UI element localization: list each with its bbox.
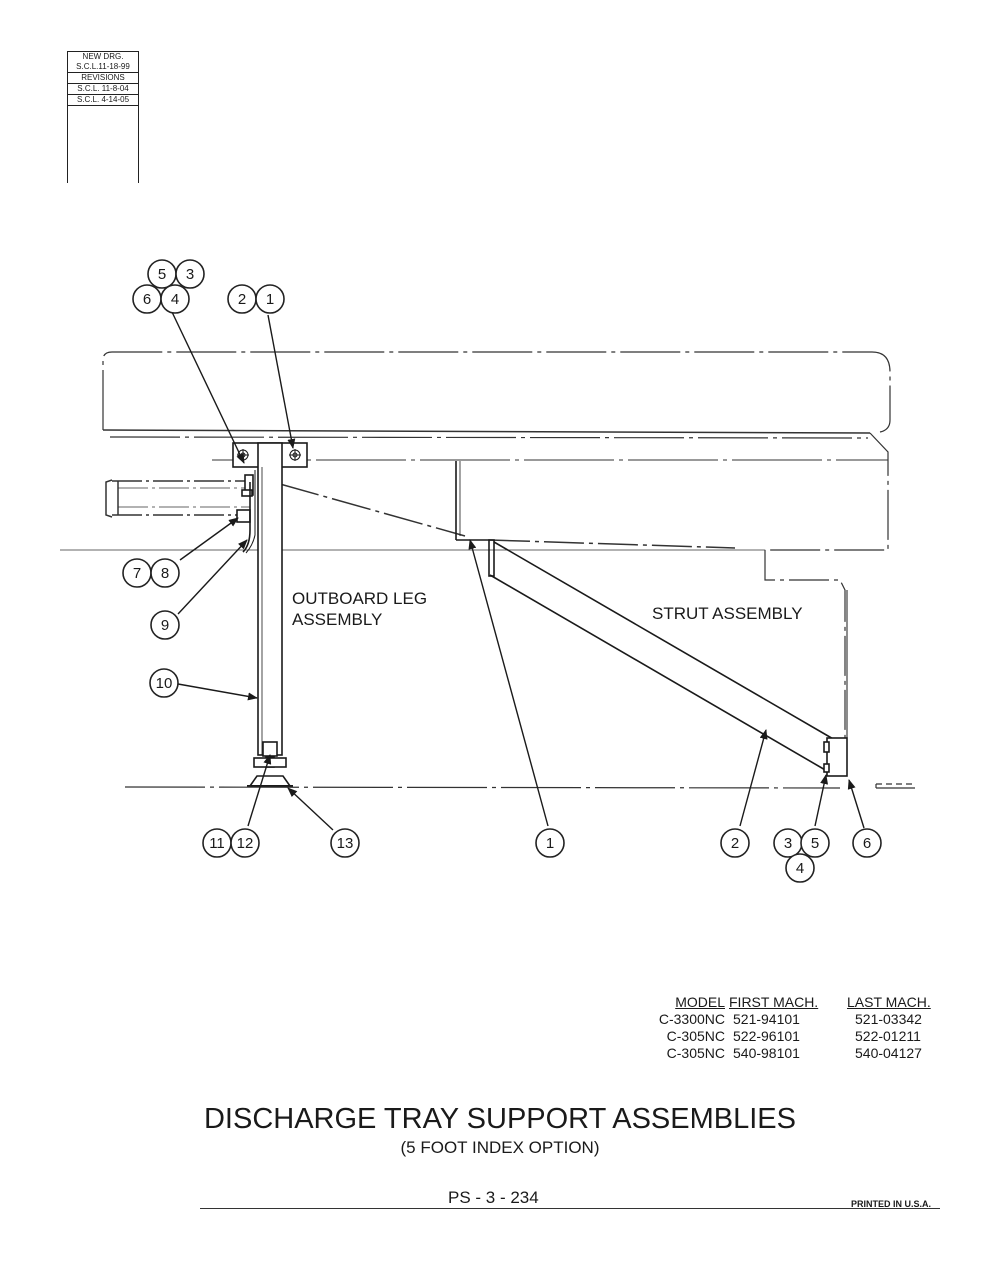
callout-12: 12	[230, 828, 260, 858]
callout-11: 11	[202, 828, 232, 858]
table-cell-last: 521-03342	[855, 1011, 922, 1027]
callout-2-bottom-text: 2	[731, 835, 739, 852]
table-cell-model: C-305NC	[666, 1045, 725, 1061]
page-title: DISCHARGE TRAY SUPPORT ASSEMBLIES	[203, 1103, 796, 1135]
strut-assembly-label: STRUT ASSEMBLY	[652, 604, 803, 623]
table-row: C-305NC 540-98101 540-04127	[630, 1045, 955, 1062]
table-cell-model: C-305NC	[666, 1028, 725, 1044]
leader-bottom-1	[468, 539, 549, 827]
callout-7-text: 7	[133, 565, 141, 582]
table-cell-first: 521-94101	[733, 1011, 800, 1027]
footer-rule	[200, 1208, 940, 1209]
callout-3-bottom: 3	[773, 828, 803, 858]
callout-8-text: 8	[161, 565, 169, 582]
callout-1-top-text: 1	[266, 291, 274, 308]
leader-7-8	[179, 517, 239, 561]
callout-2-bottom: 2	[720, 828, 750, 858]
callout-3-top: 3	[175, 259, 205, 289]
callout-4-top: 4	[160, 284, 190, 314]
new-drg-date: S.C.L.11-18-99	[76, 61, 130, 71]
leader-top-5-3-6-4	[171, 311, 245, 464]
page-subtitle: (5 FOOT INDEX OPTION)	[400, 1138, 600, 1157]
table-cell-last: 522-01211	[855, 1028, 921, 1044]
discharge-tray-outline	[60, 351, 891, 745]
floor-line	[124, 783, 915, 789]
callout-6-top: 6	[132, 284, 162, 314]
table-row: C-305NC 522-96101 522-01211	[630, 1028, 955, 1045]
table-cell-first: 522-96101	[733, 1028, 800, 1044]
model-table-header: MODEL FIRST MACH. LAST MACH.	[630, 994, 955, 1011]
table-cell-first: 540-98101	[733, 1045, 800, 1061]
outboard-leg-label-line2: ASSEMBLY	[292, 610, 382, 629]
callout-11-text: 11	[209, 835, 225, 852]
callout-9-text: 9	[161, 617, 169, 634]
callout-5-bottom: 5	[800, 828, 830, 858]
callout-2-top: 2	[227, 284, 257, 314]
callout-13-text: 13	[337, 835, 354, 852]
revision-block: NEW DRG. S.C.L.11-18-99 REVISIONS S.C.L.…	[67, 51, 139, 183]
leader-13	[287, 787, 334, 831]
callout-5-top: 5	[147, 259, 177, 289]
leader-lines	[171, 311, 865, 831]
callout-9: 9	[150, 610, 180, 640]
revision-entry-2: S.C.L. 4-14-05	[68, 94, 138, 106]
table-row: C-3300NC 521-94101 521-03342	[630, 1011, 955, 1028]
callout-3-top-text: 3	[186, 266, 194, 283]
leader-top-2-1	[267, 314, 296, 449]
callout-6-top-text: 6	[143, 291, 151, 308]
model-table: MODEL FIRST MACH. LAST MACH. C-3300NC 52…	[630, 994, 955, 1062]
printed-in-note: PRINTED IN U.S.A.	[851, 1199, 932, 1209]
callout-4-bottom: 4	[785, 853, 815, 883]
callout-10: 10	[149, 668, 179, 698]
callout-12-text: 12	[237, 835, 254, 852]
callout-5-bottom-text: 5	[811, 835, 819, 852]
callout-4-top-text: 4	[171, 291, 179, 308]
callout-1-bottom-text: 1	[546, 835, 554, 852]
new-drg-label: NEW DRG.	[82, 52, 124, 61]
bracket-bolt-right	[289, 449, 301, 461]
callout-7: 7	[122, 558, 152, 588]
callout-4-bottom-text: 4	[796, 860, 804, 877]
callout-1-bottom: 1	[535, 828, 565, 858]
table-cell-last: 540-04127	[855, 1045, 922, 1061]
callout-1-top: 1	[255, 284, 285, 314]
callout-8: 8	[150, 558, 180, 588]
callout-10-text: 10	[156, 675, 173, 692]
strut-assembly	[455, 461, 848, 777]
header-model: MODEL	[675, 994, 725, 1010]
callout-2-top-text: 2	[238, 291, 246, 308]
callout-13: 13	[330, 828, 360, 858]
revisions-label: REVISIONS	[68, 72, 138, 83]
callout-5-top-text: 5	[158, 266, 166, 283]
callout-3-bottom-text: 3	[784, 835, 792, 852]
table-cell-model: C-3300NC	[658, 1011, 725, 1027]
leader-10	[177, 683, 258, 701]
callout-6-bottom-text: 6	[863, 835, 871, 852]
header-first-mach: FIRST MACH.	[729, 994, 819, 1010]
leader-9	[177, 539, 248, 615]
callout-6-bottom: 6	[852, 828, 882, 858]
side-rail	[105, 479, 736, 549]
page-number: PS - 3 - 234	[448, 1188, 539, 1207]
header-last-mach: LAST MACH.	[847, 994, 931, 1010]
leader-bottom-2	[739, 729, 768, 827]
new-drawing-cell: NEW DRG. S.C.L.11-18-99	[68, 51, 138, 72]
leader-11-12	[247, 754, 272, 827]
leader-bottom-3-5-4	[814, 774, 829, 827]
revision-entry-1: S.C.L. 11-8-04	[68, 83, 138, 94]
leader-bottom-6	[847, 779, 865, 829]
outboard-leg-label-line1: OUTBOARD LEG	[292, 589, 427, 608]
